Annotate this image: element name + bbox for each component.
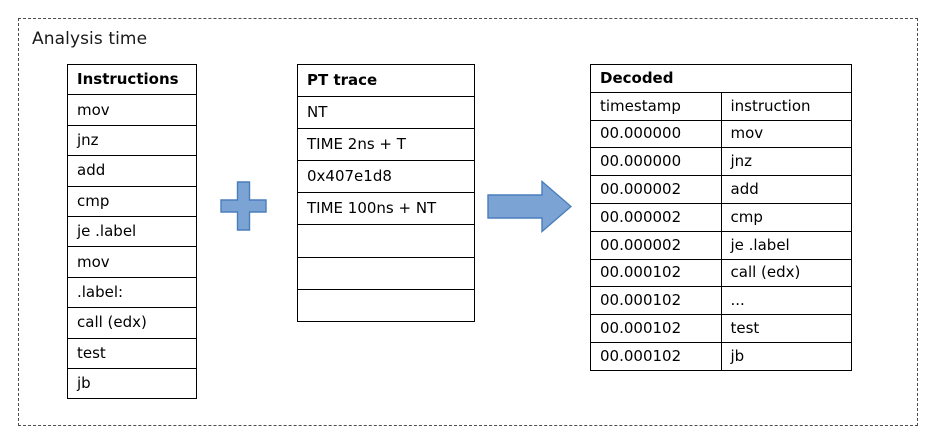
instruction-cell: test xyxy=(67,337,197,369)
table-row xyxy=(297,256,475,290)
instruction-cell: mov xyxy=(720,119,852,149)
pt-trace-cell-empty xyxy=(297,288,475,322)
instruction-cell: mov xyxy=(67,246,197,278)
table-row: 00.000102... xyxy=(590,286,852,316)
instruction-cell: cmp xyxy=(720,202,852,232)
column-header-instruction: instruction xyxy=(720,91,852,121)
instruction-cell: je .label xyxy=(720,230,852,260)
analysis-time-frame xyxy=(18,18,918,426)
timestamp-cell: 00.000102 xyxy=(590,341,722,371)
instruction-cell: je .label xyxy=(67,215,197,248)
table-row: TIME 100ns + NT xyxy=(297,192,475,226)
instruction-cell: call (edx) xyxy=(67,307,197,339)
instruction-cell: mov xyxy=(67,94,197,126)
pt-trace-cell: TIME 2ns + T xyxy=(297,128,475,162)
table-row: jnz xyxy=(67,124,197,157)
panel-title: Analysis time xyxy=(32,29,148,49)
pt-trace-cell: TIME 100ns + NT xyxy=(297,192,475,226)
pt-trace-cell: 0x407e1d8 xyxy=(297,160,475,194)
instruction-cell: call (edx) xyxy=(720,258,852,288)
table-row: mov xyxy=(67,94,197,126)
pt-trace-cell-empty xyxy=(297,256,475,290)
table-row: .label: xyxy=(67,276,197,309)
instruction-cell: add xyxy=(720,175,852,204)
table-header-row: Instructions xyxy=(67,63,197,96)
timestamp-cell: 00.000102 xyxy=(590,286,722,316)
table-column-header-row: timestamp instruction xyxy=(590,91,852,121)
table-row: mov xyxy=(67,246,197,278)
table-row: cmp xyxy=(67,185,197,217)
pt-trace-cell: NT xyxy=(297,96,475,130)
instruction-cell: cmp xyxy=(67,185,197,217)
pt-trace-cell-empty xyxy=(297,224,475,258)
table-row: je .label xyxy=(67,215,197,248)
timestamp-cell: 00.000102 xyxy=(590,314,722,343)
table-header-row: Decoded xyxy=(590,64,852,93)
table-row: TIME 2ns + T xyxy=(297,128,475,162)
timestamp-cell: 00.000000 xyxy=(590,147,722,177)
table-row: NT xyxy=(297,96,475,130)
instruction-cell: jnz xyxy=(720,147,852,177)
instruction-cell: ... xyxy=(720,286,852,316)
table-row xyxy=(297,224,475,258)
table-row: call (edx) xyxy=(67,307,197,339)
table-header-row: PT trace xyxy=(297,63,475,98)
table-row: test xyxy=(67,337,197,369)
table-row: 0x407e1d8 xyxy=(297,160,475,194)
instruction-cell: jb xyxy=(720,341,852,371)
decoded-header: Decoded xyxy=(590,64,852,93)
plus-icon xyxy=(220,181,267,231)
instruction-cell: add xyxy=(67,155,197,187)
timestamp-cell: 00.000002 xyxy=(590,175,722,204)
instruction-cell: jnz xyxy=(67,124,197,157)
timestamp-cell: 00.000002 xyxy=(590,202,722,232)
instructions-header: Instructions xyxy=(67,63,197,96)
pt-trace-header: PT trace xyxy=(297,63,475,98)
table-row xyxy=(297,288,475,322)
timestamp-cell: 00.000102 xyxy=(590,258,722,288)
timestamp-cell: 00.000002 xyxy=(590,230,722,260)
instruction-cell: .label: xyxy=(67,276,197,309)
table-row: add xyxy=(67,155,197,187)
instruction-cell: jb xyxy=(67,367,197,400)
column-header-timestamp: timestamp xyxy=(590,91,722,121)
right-arrow-icon xyxy=(487,180,572,233)
table-row: jb xyxy=(67,367,197,400)
timestamp-cell: 00.000000 xyxy=(590,119,722,149)
instruction-cell: test xyxy=(720,314,852,343)
